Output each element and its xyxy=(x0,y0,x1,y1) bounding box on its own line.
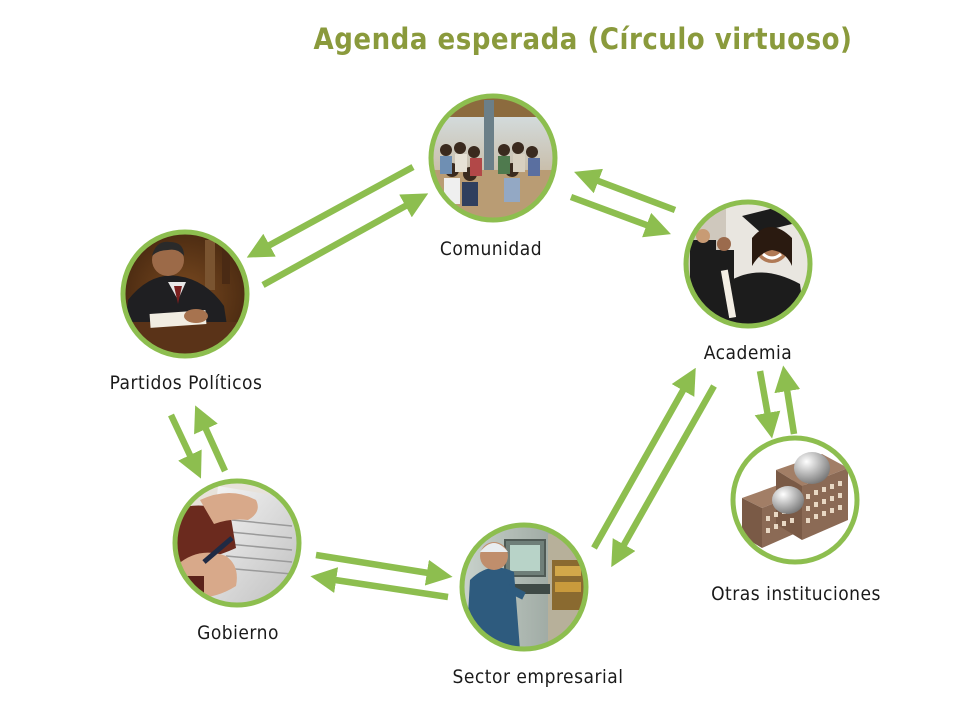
academia-ring xyxy=(683,199,813,329)
gobierno-ring xyxy=(172,478,302,608)
arrow-comunidad-to-partidos xyxy=(246,164,415,258)
arrow-academia-to-sector xyxy=(611,384,717,568)
partidos-ring xyxy=(120,229,250,359)
node-label-partidos: Partidos Políticos xyxy=(109,372,263,394)
node-label-comunidad: Comunidad xyxy=(439,238,543,260)
node-label-otras: Otras instituciones xyxy=(711,583,881,605)
diagram-title: Agenda esperada (Círculo virtuoso) xyxy=(313,22,853,56)
otras-ring xyxy=(730,435,860,565)
academia-photo xyxy=(683,199,813,329)
arrow-partidos-to-gobierno xyxy=(168,413,202,479)
comunidad-ring xyxy=(428,93,558,223)
node-label-sector: Sector empresarial xyxy=(452,666,624,688)
arrow-gobierno-to-partidos xyxy=(194,405,228,473)
otras-photo xyxy=(730,435,860,565)
sector-photo xyxy=(459,522,589,652)
arrow-sector-to-academia xyxy=(591,367,696,550)
node-label-gobierno: Gobierno xyxy=(197,622,279,644)
gobierno-photo xyxy=(172,478,302,608)
arrow-academia-to-otras xyxy=(754,370,781,439)
comunidad-photo xyxy=(428,93,558,223)
arrow-sector-to-gobierno xyxy=(310,567,449,601)
arrow-comunidad-to-academia xyxy=(569,193,671,238)
arrow-otras-to-academia xyxy=(774,365,801,435)
arrow-gobierno-to-sector xyxy=(315,551,453,586)
sector-ring xyxy=(459,522,589,652)
node-label-academia: Academia xyxy=(703,342,793,364)
arrow-academia-to-comunidad xyxy=(574,168,677,214)
arrow-partidos-to-comunidad xyxy=(261,193,429,288)
arrows xyxy=(168,164,801,601)
partidos-photo xyxy=(120,229,250,359)
